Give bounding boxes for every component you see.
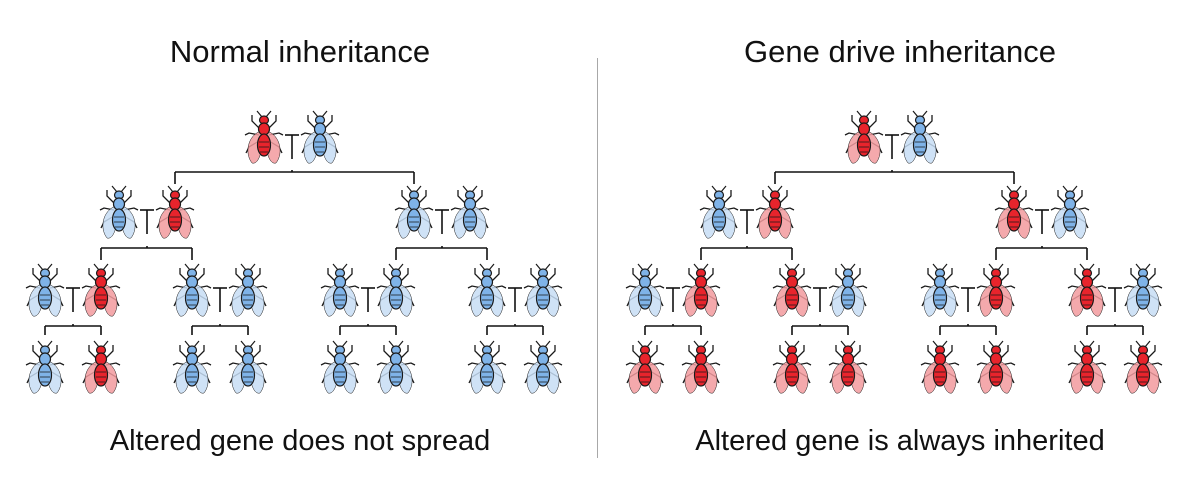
left-gen3-pair1-fly-left-icon <box>25 263 65 317</box>
right-gen3-pair4-fly-left-icon <box>1067 263 1107 317</box>
right-gen4-pair1-fly-right-icon <box>681 340 721 394</box>
right-gen3-pair2-fly-right-icon <box>828 263 868 317</box>
left-gen4-pair1-fly-left-icon <box>25 340 65 394</box>
right-gen3-pair4-fly-right-icon <box>1123 263 1163 317</box>
left-gen1-pair1-fly-left-icon <box>244 110 284 164</box>
left-gen3-pair1-fly-right-icon <box>81 263 121 317</box>
right-panel-caption: Altered gene is always inherited <box>695 425 1105 457</box>
left-gen4-pair2-fly-right-icon <box>228 340 268 394</box>
right-gen1-pair1-fly-left-icon <box>844 110 884 164</box>
left-gen4-pair3-fly-left-icon <box>320 340 360 394</box>
left-gen4-pair3-fly-right-icon <box>376 340 416 394</box>
flies <box>25 110 1163 394</box>
left-gen3-pair4-fly-right-icon <box>523 263 563 317</box>
left-gen3-pair4-fly-left-icon <box>467 263 507 317</box>
right-gen3-pair3-fly-right-icon <box>976 263 1016 317</box>
left-gen2-pair1-fly-left-icon <box>99 185 139 239</box>
right-gen4-pair3-fly-left-icon <box>920 340 960 394</box>
right-gen4-pair2-fly-left-icon <box>772 340 812 394</box>
left-gen3-pair3-fly-left-icon <box>320 263 360 317</box>
left-gen2-pair2-fly-left-icon <box>394 185 434 239</box>
left-gen3-pair3-fly-right-icon <box>376 263 416 317</box>
right-gen4-pair2-fly-right-icon <box>828 340 868 394</box>
right-panel-title: Gene drive inheritance <box>744 34 1056 69</box>
right-gen2-pair2-fly-left-icon <box>994 185 1034 239</box>
left-gen4-pair1-fly-right-icon <box>81 340 121 394</box>
left-gen1-pair1-fly-right-icon <box>300 110 340 164</box>
right-gen1-pair1-fly-right-icon <box>900 110 940 164</box>
left-panel-caption: Altered gene does not spread <box>109 425 491 457</box>
left-gen2-pair2-fly-right-icon <box>450 185 490 239</box>
right-gen3-pair3-fly-left-icon <box>920 263 960 317</box>
left-gen4-pair4-fly-left-icon <box>467 340 507 394</box>
right-gen4-pair4-fly-right-icon <box>1123 340 1163 394</box>
left-gen2-pair1-fly-right-icon <box>155 185 195 239</box>
left-gen3-pair2-fly-left-icon <box>172 263 212 317</box>
right-gen2-pair1-fly-right-icon <box>755 185 795 239</box>
left-panel-title: Normal inheritance <box>169 34 431 69</box>
right-gen3-pair2-fly-left-icon <box>772 263 812 317</box>
right-gen2-pair2-fly-right-icon <box>1050 185 1090 239</box>
right-gen3-pair1-fly-left-icon <box>625 263 665 317</box>
right-gen2-pair1-fly-left-icon <box>699 185 739 239</box>
left-gen3-pair2-fly-right-icon <box>228 263 268 317</box>
right-gen3-pair1-fly-right-icon <box>681 263 721 317</box>
left-gen4-pair2-fly-left-icon <box>172 340 212 394</box>
right-gen4-pair1-fly-left-icon <box>625 340 665 394</box>
right-gen4-pair4-fly-left-icon <box>1067 340 1107 394</box>
left-gen4-pair4-fly-right-icon <box>523 340 563 394</box>
pedigree-lines <box>44 134 1144 335</box>
panel-divider <box>597 58 598 458</box>
right-gen4-pair3-fly-right-icon <box>976 340 1016 394</box>
